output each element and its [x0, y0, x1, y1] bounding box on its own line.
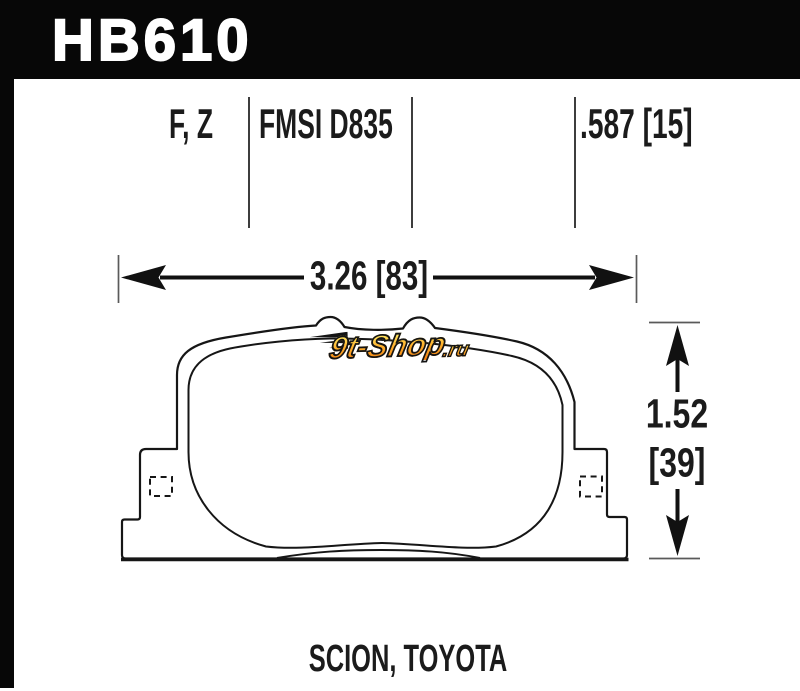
fmsi-label: FMSI D835 [259, 100, 393, 148]
height-dimension-label-inches: 1.52 [645, 390, 709, 437]
watermark-wing-icon [309, 331, 349, 349]
pad-thickness-label: .587 [15] [580, 100, 693, 148]
applications-label: SCION, TOYOTA [308, 638, 508, 681]
spec-divider-2 [411, 97, 413, 228]
watermark-logo: 9t-Shop.ru [309, 325, 473, 366]
watermark-brand: 9t-Shop [325, 325, 450, 366]
abutment-mark-left [149, 476, 173, 497]
width-dimension-label: 3.26 [83] [309, 252, 429, 299]
height-arrowhead-up [666, 325, 689, 366]
height-arrowhead-down [666, 515, 689, 556]
pad-outer-contour [120, 315, 629, 560]
abutment-mark-right [579, 475, 603, 498]
left-edge-bar [0, 0, 14, 688]
spec-divider-3 [574, 97, 576, 228]
watermark-domain: .ru [441, 338, 473, 362]
pad-inner-contour [187, 337, 564, 549]
compounds-label: F, Z [168, 100, 214, 148]
width-arrowhead-right [589, 265, 634, 290]
part-number: HB610 [51, 8, 253, 73]
spec-divider-1 [248, 97, 250, 228]
pad-bottom-edge-curve [276, 548, 481, 559]
width-arrowhead-left [121, 265, 166, 290]
header-bar [0, 0, 800, 79]
height-dimension-label-mm: [39] [648, 439, 706, 486]
